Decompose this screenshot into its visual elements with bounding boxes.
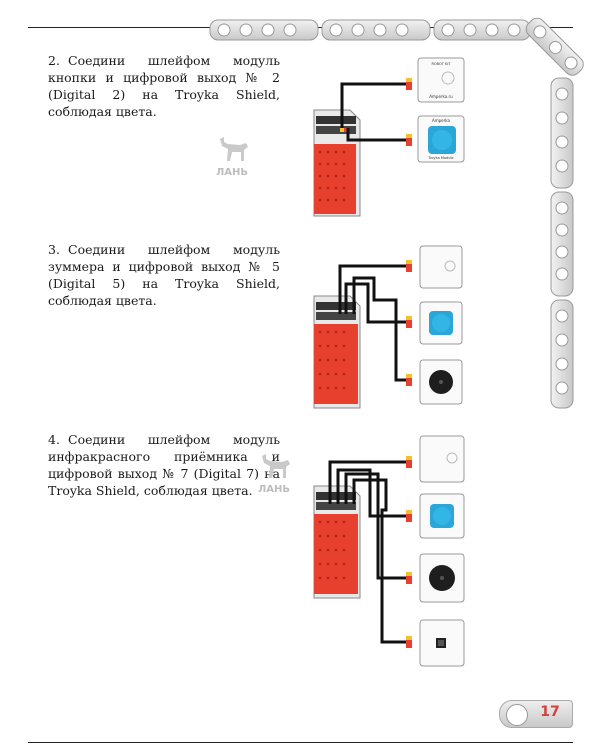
wiring-diagram-step-2: ROBOT KIT Amperka.ru Amperka Troyka Modu… <box>313 57 465 217</box>
deer-icon <box>220 137 248 161</box>
page-number: 17 <box>540 704 560 720</box>
publisher-logo: ЛАНЬ <box>252 452 302 498</box>
vertical-beam <box>550 77 574 409</box>
step-text: Соедини шлейфом модуль кнопки и цифровой… <box>48 53 280 119</box>
bottom-rule <box>28 742 573 743</box>
watermark-text: ЛАНЬ <box>258 484 291 495</box>
module-label-top: ROBOT KIT <box>432 62 452 66</box>
step-number: 2. <box>48 53 60 68</box>
page-number-tab: 17 <box>499 700 573 728</box>
step-number: 4. <box>48 432 60 447</box>
horizontal-beam <box>209 19 531 41</box>
beam-hole-icon <box>506 704 528 726</box>
publisher-logo: ЛАНЬ <box>210 135 260 181</box>
wiring-diagram-step-3 <box>313 245 463 409</box>
module-brand: Amperka <box>432 118 451 123</box>
wiring-diagram-step-4 <box>313 435 465 667</box>
beam-decoration <box>209 17 584 409</box>
watermark-text: ЛАНЬ <box>216 167 249 178</box>
step-number: 3. <box>48 242 60 257</box>
step-4: 4.Соедини шлейфом модуль инфракрасного п… <box>48 431 280 499</box>
step-3: 3.Соедини шлейфом модуль зуммера и цифро… <box>48 241 280 309</box>
module-name: Troyka Module <box>427 156 453 160</box>
deer-icon <box>262 454 290 478</box>
diagonal-beam <box>525 17 584 76</box>
module-brand-site: Amperka.ru <box>429 94 453 99</box>
step-2: 2.Соедини шлейфом модуль кнопки и цифров… <box>48 52 280 120</box>
step-text: Соедини шлейфом модуль инфракрасного при… <box>48 432 280 498</box>
step-text: Соедини шлейфом модуль зуммера и цифрово… <box>48 242 280 308</box>
